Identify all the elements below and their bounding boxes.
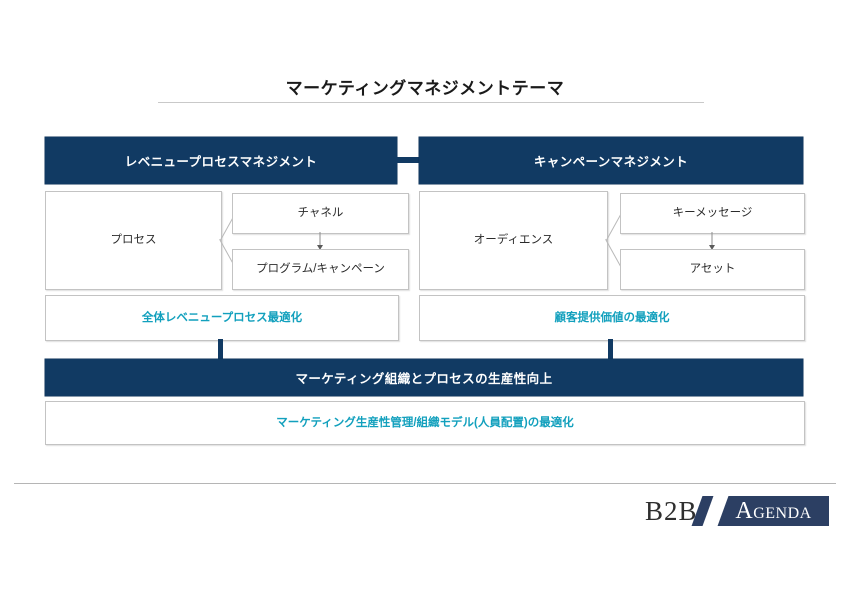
title-divider [158, 102, 704, 103]
sub-box-key-message[interactable]: キーメッセージ [620, 193, 805, 234]
sub-box-channel[interactable]: チャネル [232, 193, 409, 234]
page-title: マーケティングマネジメントテーマ [285, 79, 565, 98]
column-header-campaign[interactable]: キャンペーンマネジメント [419, 137, 803, 184]
logo-agenda-cap: A [735, 498, 754, 524]
logo-b2b-text: B2B [645, 495, 698, 526]
brand-logo: B2B AGENDA [645, 495, 829, 527]
connector-right-vertical [608, 339, 613, 359]
bottom-outcome-box[interactable]: マーケティング生産性管理/組織モデル(人員配置)の最適化 [45, 401, 805, 445]
column-header-revenue-process[interactable]: レベニュープロセスマネジメント [45, 137, 397, 184]
outcome-box-revenue-process[interactable]: 全体レベニュープロセス最適化 [45, 295, 399, 341]
arrow-down-right [707, 232, 716, 250]
header-connector [397, 157, 419, 163]
sub-box-asset[interactable]: アセット [620, 249, 805, 290]
arrow-down-left [315, 232, 324, 250]
footer-divider [14, 483, 836, 484]
connector-left-vertical [218, 339, 223, 359]
logo-agenda-mark: AGENDA [691, 496, 829, 526]
primary-box-audience[interactable]: オーディエンス [419, 191, 608, 290]
primary-box-process[interactable]: プロセス [45, 191, 222, 290]
bottom-banner[interactable]: マーケティング組織とプロセスの生産性向上 [45, 359, 803, 396]
logo-agenda-rest: GENDA [753, 505, 812, 522]
outcome-box-customer-value[interactable]: 顧客提供価値の最適化 [419, 295, 805, 341]
logo-agenda-text: AGENDA [723, 499, 811, 523]
sub-box-program-campaign[interactable]: プログラム/キャンペーン [232, 249, 409, 290]
